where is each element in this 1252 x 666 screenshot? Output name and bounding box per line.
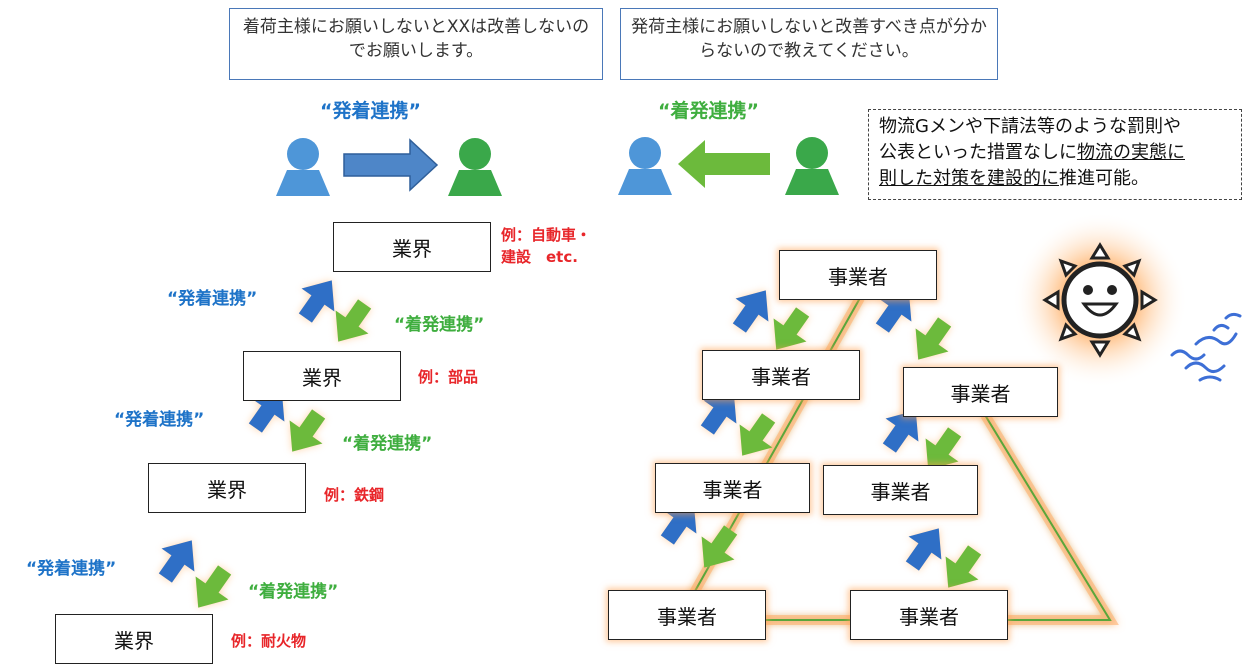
industry-box-4: 業界 bbox=[55, 614, 213, 664]
example-4: 例：耐火物 bbox=[231, 632, 307, 650]
label-down-3: “着発連携” bbox=[248, 582, 339, 602]
label-down-2: “着発連携” bbox=[342, 434, 433, 454]
business-box-bottom-left: 事業者 bbox=[608, 590, 766, 640]
down-arrow-icon bbox=[701, 525, 738, 568]
speech-bubble-right: 発荷主様にお願いしないと改善すべき点が分からないので教えてください。 bbox=[620, 8, 998, 80]
down-arrow-icon bbox=[289, 409, 326, 452]
down-arrow-icon bbox=[773, 307, 810, 350]
arrow-right-icon bbox=[343, 138, 439, 192]
business-box-left-2: 事業者 bbox=[655, 463, 810, 513]
business-box-right-2: 事業者 bbox=[823, 465, 978, 515]
down-arrow-icon bbox=[925, 427, 962, 470]
industry-box-2: 業界 bbox=[243, 351, 401, 401]
person-icon bbox=[785, 137, 839, 195]
arrow-left-icon bbox=[678, 140, 770, 188]
example-3: 例：鉄鋼 bbox=[324, 486, 385, 504]
person-icon bbox=[276, 138, 330, 196]
person-icon bbox=[618, 137, 672, 195]
business-box-left-1: 事業者 bbox=[702, 350, 860, 400]
down-arrow-icon bbox=[945, 545, 982, 588]
note-line-2-underlined: 物流の実態に bbox=[1077, 142, 1185, 163]
label-hatsuchaku-top: “発着連携” bbox=[320, 100, 421, 122]
example-2: 例：部品 bbox=[418, 368, 479, 386]
note-line-3: 則した対策を建設的に推進可能。 bbox=[879, 166, 1231, 192]
person-icon bbox=[448, 138, 502, 196]
note-line-3-plain: 推進可能。 bbox=[1059, 168, 1149, 189]
wind-icon bbox=[1170, 312, 1242, 382]
example-1: 例：自動車・ 建設 etc. bbox=[501, 226, 592, 266]
label-up-2: “発着連携” bbox=[114, 410, 205, 430]
note-box: 物流Gメンや下請法等のような罰則や 公表といった措置なしに物流の実態に 則した対… bbox=[868, 109, 1242, 200]
up-arrow-icon bbox=[158, 540, 195, 583]
business-box-top: 事業者 bbox=[779, 250, 937, 300]
up-arrow-icon bbox=[298, 280, 335, 323]
down-arrow-icon bbox=[335, 299, 372, 342]
up-arrow-icon bbox=[882, 410, 919, 453]
business-box-bottom-right: 事業者 bbox=[850, 590, 1008, 640]
down-arrow-icon bbox=[195, 565, 232, 608]
industry-box-3: 業界 bbox=[148, 463, 306, 513]
down-arrow-icon bbox=[915, 317, 952, 360]
industry-box-1: 業界 bbox=[333, 222, 491, 272]
up-arrow-icon bbox=[905, 528, 942, 571]
up-arrow-icon bbox=[700, 392, 737, 435]
speech-bubble-left: 着荷主様にお願いしないとXXは改善しないのでお願いします。 bbox=[229, 8, 603, 80]
label-chakuhatsu-top: “着発連携” bbox=[658, 100, 759, 122]
note-line-3-underlined: 則した対策を建設的に bbox=[879, 168, 1059, 189]
label-up-3: “発着連携” bbox=[26, 559, 117, 579]
label-down-1: “着発連携” bbox=[394, 315, 485, 335]
note-line-2: 公表といった措置なしに物流の実態に bbox=[879, 140, 1231, 166]
sun-icon bbox=[1012, 212, 1188, 388]
label-up-1: “発着連携” bbox=[167, 289, 258, 309]
up-arrow-icon bbox=[732, 290, 769, 333]
note-line-2-plain: 公表といった措置なしに bbox=[879, 142, 1077, 163]
business-box-right-1: 事業者 bbox=[903, 367, 1058, 417]
up-arrow-icon bbox=[875, 290, 912, 333]
note-line-1: 物流Gメンや下請法等のような罰則や bbox=[879, 116, 1181, 137]
down-arrow-icon bbox=[739, 413, 776, 456]
